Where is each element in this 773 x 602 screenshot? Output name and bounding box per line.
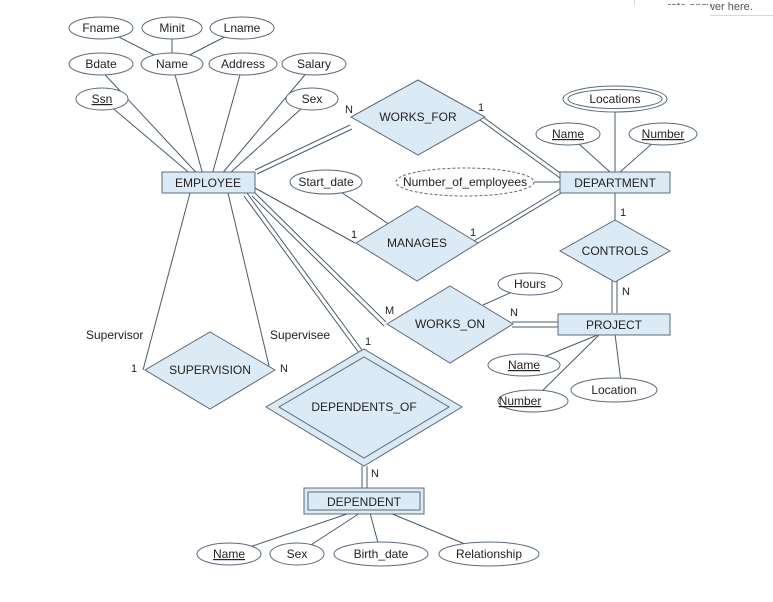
rel-works-on-label: WORKS_ON [415, 317, 485, 331]
attr-address-label: Address [221, 57, 265, 71]
attr-lname-label: Lname [224, 21, 261, 35]
attr-start-date-label: Start_date [298, 175, 354, 189]
attr-proj-name-label: Name [508, 358, 540, 372]
entity-dependent[interactable]: DEPENDENT [303, 487, 425, 515]
card-works-on-proj: N [510, 307, 518, 319]
card-controls-dept: 1 [620, 207, 626, 219]
card-dependents-dep: N [371, 468, 379, 480]
card-dependents-emp: 1 [365, 336, 371, 348]
rel-controls[interactable]: CONTROLS [558, 219, 672, 283]
attr-dep-sex-label: Sex [287, 547, 308, 561]
card-works-for-dept: 1 [478, 102, 484, 114]
card-works-for-emp: N [345, 104, 353, 116]
rel-manages[interactable]: MANAGES [355, 205, 479, 282]
attr-hours-label: Hours [514, 277, 546, 291]
attr-dep-name[interactable]: Name [196, 542, 262, 566]
role-supervisee-label: Supervisee [270, 328, 330, 342]
entity-department[interactable]: DEPARTMENT [559, 171, 671, 194]
attr-start-date[interactable]: Start_date [289, 169, 363, 195]
attr-salary-label: Salary [297, 57, 331, 71]
attr-dept-name-label: Name [552, 127, 584, 141]
attr-number-of-employees[interactable]: Number_of_employees [395, 167, 535, 197]
attr-dept-number[interactable]: Number [628, 122, 698, 146]
attr-proj-number-label: Number [499, 394, 542, 408]
rel-works-for[interactable]: WORKS_FOR [349, 79, 487, 156]
attr-number-of-employees-label: Number_of_employees [403, 175, 527, 189]
attr-proj-number[interactable]: Number [497, 389, 569, 413]
rel-supervision-label: SUPERVISION [169, 363, 251, 377]
attr-fname[interactable]: Fname [68, 16, 134, 40]
attr-dep-name-label: Name [213, 547, 245, 561]
attr-location[interactable]: Location [570, 377, 658, 403]
attr-bdate-label: Bdate [85, 57, 117, 71]
role-supervisor-label: Supervisor [86, 328, 143, 342]
entity-employee[interactable]: EMPLOYEE [161, 171, 256, 194]
attr-fname-label: Fname [82, 21, 120, 35]
rel-dependents-of-label: DEPENDENTS_OF [311, 400, 416, 414]
attr-minit-label: Minit [159, 21, 185, 35]
attr-dept-number-label: Number [642, 127, 685, 141]
card-works-on-emp: M [385, 305, 394, 317]
rel-manages-label: MANAGES [387, 236, 447, 250]
attr-name-label: Name [156, 57, 188, 71]
entity-project[interactable]: PROJECT [557, 313, 671, 336]
attr-hours[interactable]: Hours [497, 272, 563, 296]
rel-works-for-label: WORKS_FOR [379, 110, 457, 124]
attr-relationship[interactable]: Relationship [438, 541, 540, 567]
attr-ssn[interactable]: Ssn [75, 87, 129, 111]
attr-location-label: Location [591, 383, 636, 397]
card-controls-proj: N [622, 286, 630, 298]
rel-supervision[interactable]: SUPERVISION [144, 331, 276, 410]
attr-lname[interactable]: Lname [209, 16, 275, 40]
attr-birth-date-label: Birth_date [354, 547, 409, 561]
attr-bdate[interactable]: Bdate [68, 52, 134, 76]
attr-dept-name[interactable]: Name [535, 122, 601, 146]
attr-birth-date[interactable]: Birth_date [333, 541, 429, 567]
card-supervisee: N [280, 363, 288, 375]
attr-ssn-label: Ssn [92, 92, 113, 106]
card-manages-emp: 1 [351, 229, 357, 241]
attr-dep-sex[interactable]: Sex [269, 542, 325, 566]
card-manages-dept: 1 [470, 227, 476, 239]
attr-address[interactable]: Address [208, 52, 278, 76]
rel-dependents-of[interactable]: DEPENDENTS_OF [265, 348, 463, 467]
entity-project-label: PROJECT [586, 318, 643, 332]
entity-dependent-label: DEPENDENT [327, 495, 402, 509]
attr-sex-label: Sex [302, 92, 323, 106]
attr-sex[interactable]: Sex [285, 87, 339, 111]
attr-proj-name[interactable]: Name [487, 353, 561, 377]
card-supervisor: 1 [131, 363, 137, 375]
attr-salary[interactable]: Salary [281, 52, 347, 76]
attr-relationship-label: Relationship [456, 547, 522, 561]
attr-locations[interactable]: Locations [562, 85, 668, 113]
attr-minit[interactable]: Minit [141, 16, 203, 40]
entity-employee-label: EMPLOYEE [175, 176, 241, 190]
rel-controls-label: CONTROLS [582, 244, 649, 258]
attr-locations-label: Locations [589, 92, 640, 106]
rel-works-on[interactable]: WORKS_ON [386, 285, 514, 364]
entity-department-label: DEPARTMENT [574, 176, 656, 190]
attr-name[interactable]: Name [140, 52, 204, 76]
